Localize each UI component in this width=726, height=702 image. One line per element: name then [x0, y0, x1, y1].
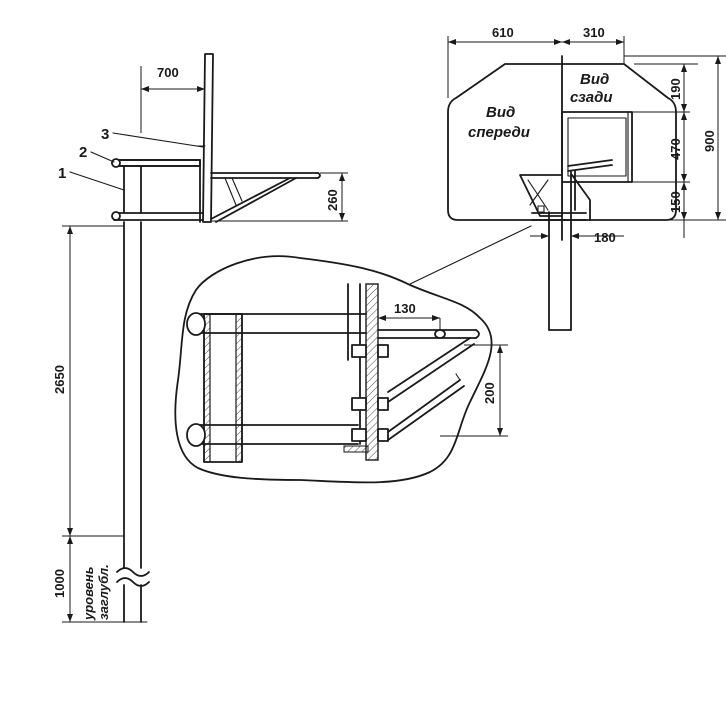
dim-right-lines: [586, 55, 726, 238]
detail-backboard: [343, 283, 379, 461]
backboard-side: [195, 53, 214, 223]
dim-180: 180: [594, 230, 616, 245]
detail-leader: [409, 225, 532, 285]
callout-2: 2: [79, 144, 87, 161]
detail-view: 130 200: [174, 225, 532, 484]
detail-collar: [203, 313, 243, 463]
dim-260-lines: [212, 172, 348, 222]
detail-arm-lower: [186, 423, 359, 447]
collar-tube: [123, 165, 142, 214]
dim-200: 200: [482, 382, 497, 404]
front-view-label-line2: спереди: [468, 124, 530, 141]
target-square: [561, 111, 633, 183]
hoop-mount-front: [519, 174, 563, 217]
dim-190: 190: [668, 78, 683, 100]
bracket-lower: [111, 211, 207, 221]
dim-1000-lines: [62, 536, 118, 623]
dim-470: 470: [668, 138, 683, 160]
side-view: 1 2 3 700 260 2650: [52, 53, 348, 623]
dim-150: 150: [668, 191, 683, 213]
dim-1000: 1000: [52, 569, 67, 598]
dim-610-310-lines: [447, 36, 625, 98]
dim-2650-lines: [62, 225, 124, 537]
dim-180-lines: [530, 222, 624, 246]
dim-260: 260: [325, 189, 340, 211]
dim-130: 130: [394, 301, 416, 316]
back-view-label-line2: сзади: [570, 89, 613, 106]
dim-130-lines: [378, 315, 441, 330]
depth-label-line2: заглубл.: [96, 564, 111, 620]
front-view-label-line1: Вид: [486, 104, 515, 121]
dim-610: 610: [492, 25, 514, 40]
backboard-view: Вид спереди Вид сзади 610 310: [447, 25, 726, 331]
depth-label-line1: уровень: [81, 567, 96, 621]
dim-200-lines: [440, 344, 508, 437]
detail-bolts: [351, 344, 389, 442]
callout-3: 3: [101, 126, 109, 143]
detail-hoop-bracket: [377, 329, 480, 441]
dim-2650: 2650: [52, 365, 67, 394]
callout-1: 1: [58, 165, 66, 182]
pole: [116, 221, 150, 623]
hoop-side: [210, 172, 321, 223]
callout-leaders: [69, 132, 204, 191]
dim-700-lines: [140, 66, 205, 133]
dim-900: 900: [702, 130, 717, 152]
hoop-mount-back: [567, 159, 613, 221]
dim-310: 310: [583, 25, 605, 40]
back-view-label-line1: Вид: [580, 71, 609, 88]
bracket-upper: [111, 158, 201, 168]
dim-700: 700: [157, 65, 179, 80]
detail-arm-upper: [186, 312, 367, 336]
